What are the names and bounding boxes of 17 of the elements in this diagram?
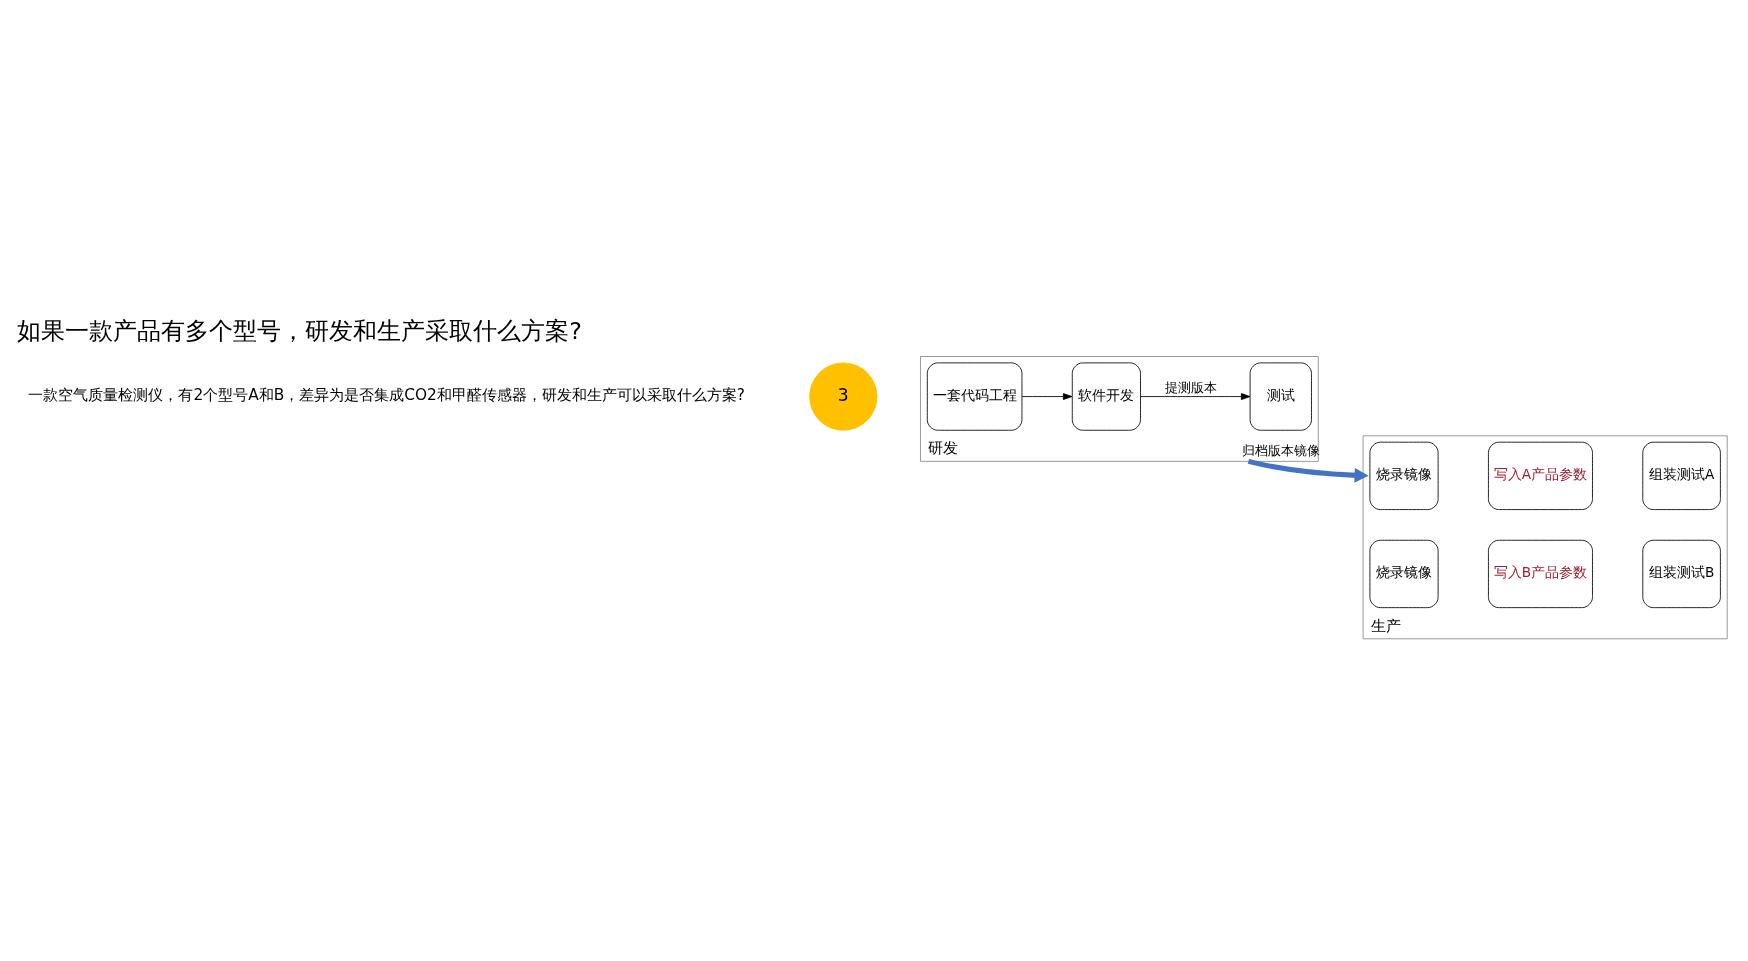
arrow — [1021, 392, 1073, 400]
arrow — [1247, 458, 1369, 483]
node-box: 组装测试A — [1642, 441, 1721, 510]
diagram-title: 如果一款产品有多个型号，研发和生产采取什么方案? — [17, 316, 582, 345]
node-box: 测试 — [1249, 361, 1312, 431]
node-circle: 3 — [809, 361, 878, 431]
label: 一款空气质量检测仪，有2个型号A和B，差异为是否集成CO2和甲醛传感器，研发和生产可以采取什么方案? — [28, 385, 745, 404]
node-box: 写入A产品参数 — [1488, 441, 1593, 510]
node-box: 写入B产品参数 — [1488, 539, 1593, 608]
edge-label: 提测版本 — [1165, 379, 1218, 395]
edge-label: 归档版本镜像 — [1241, 442, 1320, 458]
node-box: 烧录镜像 — [1369, 441, 1439, 510]
node-box: 组装测试B — [1642, 539, 1721, 608]
node-box: 软件开发 — [1071, 361, 1141, 431]
node-box: 烧录镜像 — [1369, 539, 1439, 608]
node-box: 一套代码工程 — [926, 361, 1023, 431]
arrow — [1140, 392, 1251, 400]
